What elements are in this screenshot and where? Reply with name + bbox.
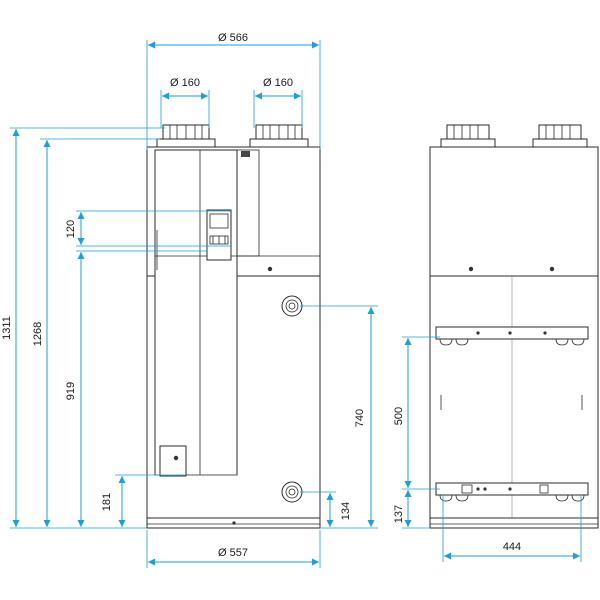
side-duct-collar-left [440,124,496,148]
duct-collar-right [249,124,309,148]
dim-height-panel-label: 919 [65,382,77,400]
dim-bracket-width-label: 444 [503,541,521,553]
side-tank [429,275,599,519]
dim-duct-left-label: Ø 160 [170,77,200,89]
dim-panel-display-label: 120 [65,220,77,238]
logo-badge [241,151,250,157]
dim-duct-right-label: Ø 160 [263,77,293,89]
dim-pipe-top: 740 [300,305,378,529]
service-box [159,445,187,477]
front-view [146,124,321,529]
side-hood [429,146,599,277]
dim-duct-right: Ø 160 [253,77,303,128]
side-duct-collar-right [532,124,588,148]
pipe-connection-lower [281,481,303,503]
side-base [429,517,599,529]
dim-height-total: 1311 [1,127,165,529]
dim-pipe-bottom-label: 134 [340,502,352,520]
dim-height-panel: 919 [65,250,207,527]
dim-duct-left: Ø 160 [160,77,210,128]
dim-pipe-low: 181 [101,474,186,527]
dim-pipe-low-label: 181 [101,493,113,511]
dim-bracket-base-label: 137 [393,505,405,523]
control-display [206,209,232,261]
dim-top-diameter-label: Ø 566 [218,32,248,44]
dim-height-body: 1268 [32,138,160,527]
dim-bracket-base: 137 [393,490,430,529]
side-view [429,124,599,529]
dim-bottom-diameter-label: Ø 557 [218,547,248,559]
pipe-connection-upper [281,295,303,317]
dim-bracket-width: 444 [442,495,582,562]
dim-bracket-spacing-label: 500 [393,407,405,425]
hood-screw [267,266,273,272]
dim-top-diameter: Ø 566 [146,32,321,150]
front-panel [154,149,238,476]
dim-height-total-label: 1311 [1,316,13,340]
duct-collar-left [156,124,216,148]
dim-pipe-bottom: 134 [300,491,352,527]
dim-height-body-label: 1268 [32,322,44,346]
drain-point [232,521,236,525]
dim-bracket-spacing: 500 [393,336,440,490]
dim-panel-display: 120 [65,210,231,247]
mounting-bracket-upper [435,326,589,346]
dim-bottom-diameter: Ø 557 [146,530,321,568]
dim-pipe-top-label: 740 [354,409,366,427]
